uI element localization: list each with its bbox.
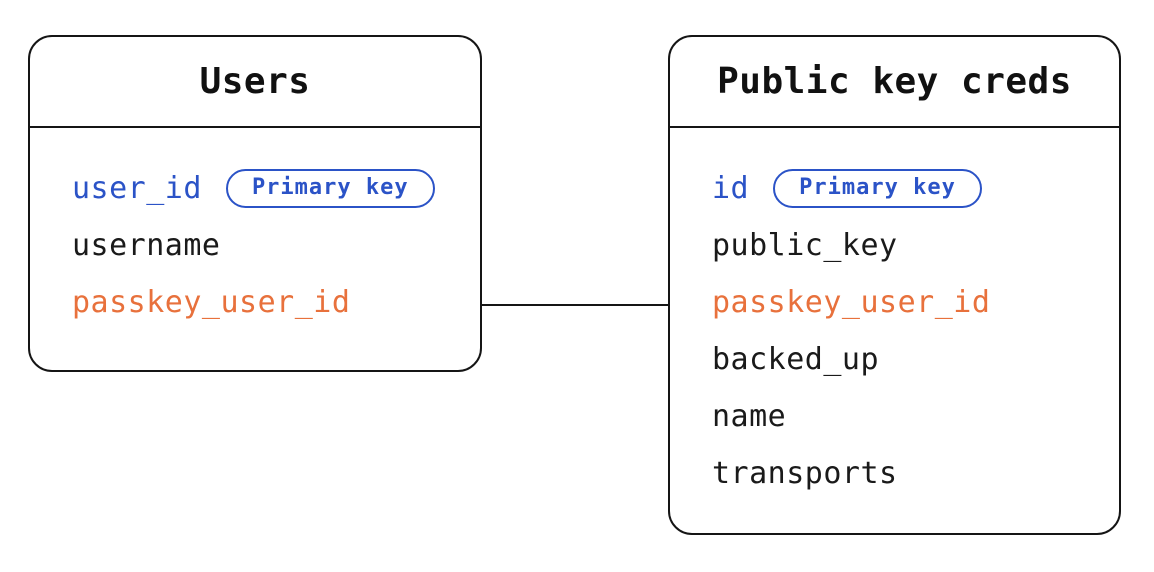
field-row-passkey_user_id: passkey_user_id [30,274,480,331]
field-row-username: username [30,217,480,274]
field-label: name [712,399,787,434]
table-users-title: Users [199,61,311,102]
field-label: backed_up [712,342,880,377]
field-label: passkey_user_id [72,285,351,320]
field-row-id: id Primary key [670,160,1119,217]
field-row-public_key: public_key [670,217,1119,274]
primary-key-badge: Primary key [773,169,982,208]
field-row-transports: transports [670,445,1119,502]
table-users-header: Users [30,37,480,128]
field-row-name: name [670,388,1119,445]
table-public-key-creds-header: Public key creds [670,37,1119,128]
field-label: id [712,171,750,206]
field-label: username [72,228,221,263]
table-public-key-creds: Public key creds id Primary key public_key… [668,35,1121,535]
field-label: passkey_user_id [712,285,991,320]
field-row-user_id: user_id Primary key [30,160,480,217]
field-label: transports [712,456,898,491]
field-label: user_id [72,171,202,206]
table-public-key-creds-title: Public key creds [717,61,1072,102]
field-row-passkey_user_id: passkey_user_id [670,274,1119,331]
field-row-backed_up: backed_up [670,331,1119,388]
relationship-line [480,304,670,306]
primary-key-badge: Primary key [225,169,435,208]
field-label: public_key [712,228,898,263]
